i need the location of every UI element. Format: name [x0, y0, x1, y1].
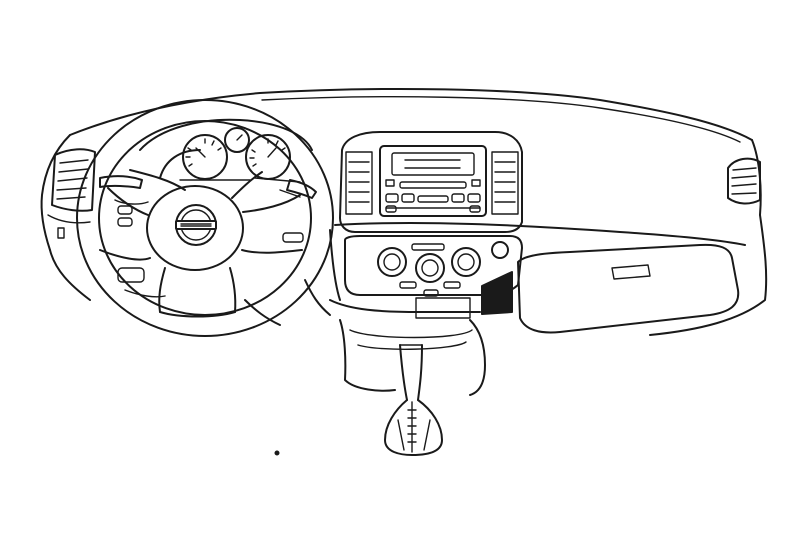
lower-console [329, 297, 486, 396]
fan-speed-knob[interactable] [415, 253, 445, 283]
radio-head-unit[interactable] [379, 145, 487, 217]
right-air-vent [727, 157, 761, 205]
center-vent-left [345, 151, 373, 215]
gear-shifter[interactable] [384, 344, 443, 456]
center-vent-right [491, 151, 519, 215]
glove-box[interactable] [517, 243, 740, 334]
radio-button[interactable] [401, 193, 415, 203]
center-stack [339, 131, 523, 233]
speedometer-gauge [182, 134, 228, 180]
stray-ink-dot [274, 450, 280, 456]
dashboard-outline [40, 87, 768, 336]
fuel-gauge [224, 127, 250, 153]
steering-wheel[interactable] [76, 99, 334, 337]
radio-button[interactable] [451, 193, 465, 203]
instrument-cluster [139, 118, 313, 183]
air-direction-knob[interactable] [451, 247, 481, 277]
radio-button[interactable] [467, 193, 481, 203]
radio-display [391, 152, 475, 176]
hazard-button[interactable] [491, 241, 509, 259]
nissan-logo-icon [175, 204, 217, 246]
black-panel-insert [481, 271, 513, 315]
steering-column [244, 229, 341, 326]
glove-box-handle[interactable] [611, 264, 651, 280]
temperature-knob[interactable] [377, 247, 407, 277]
left-air-vent [47, 148, 96, 239]
radio-button[interactable] [385, 193, 399, 203]
